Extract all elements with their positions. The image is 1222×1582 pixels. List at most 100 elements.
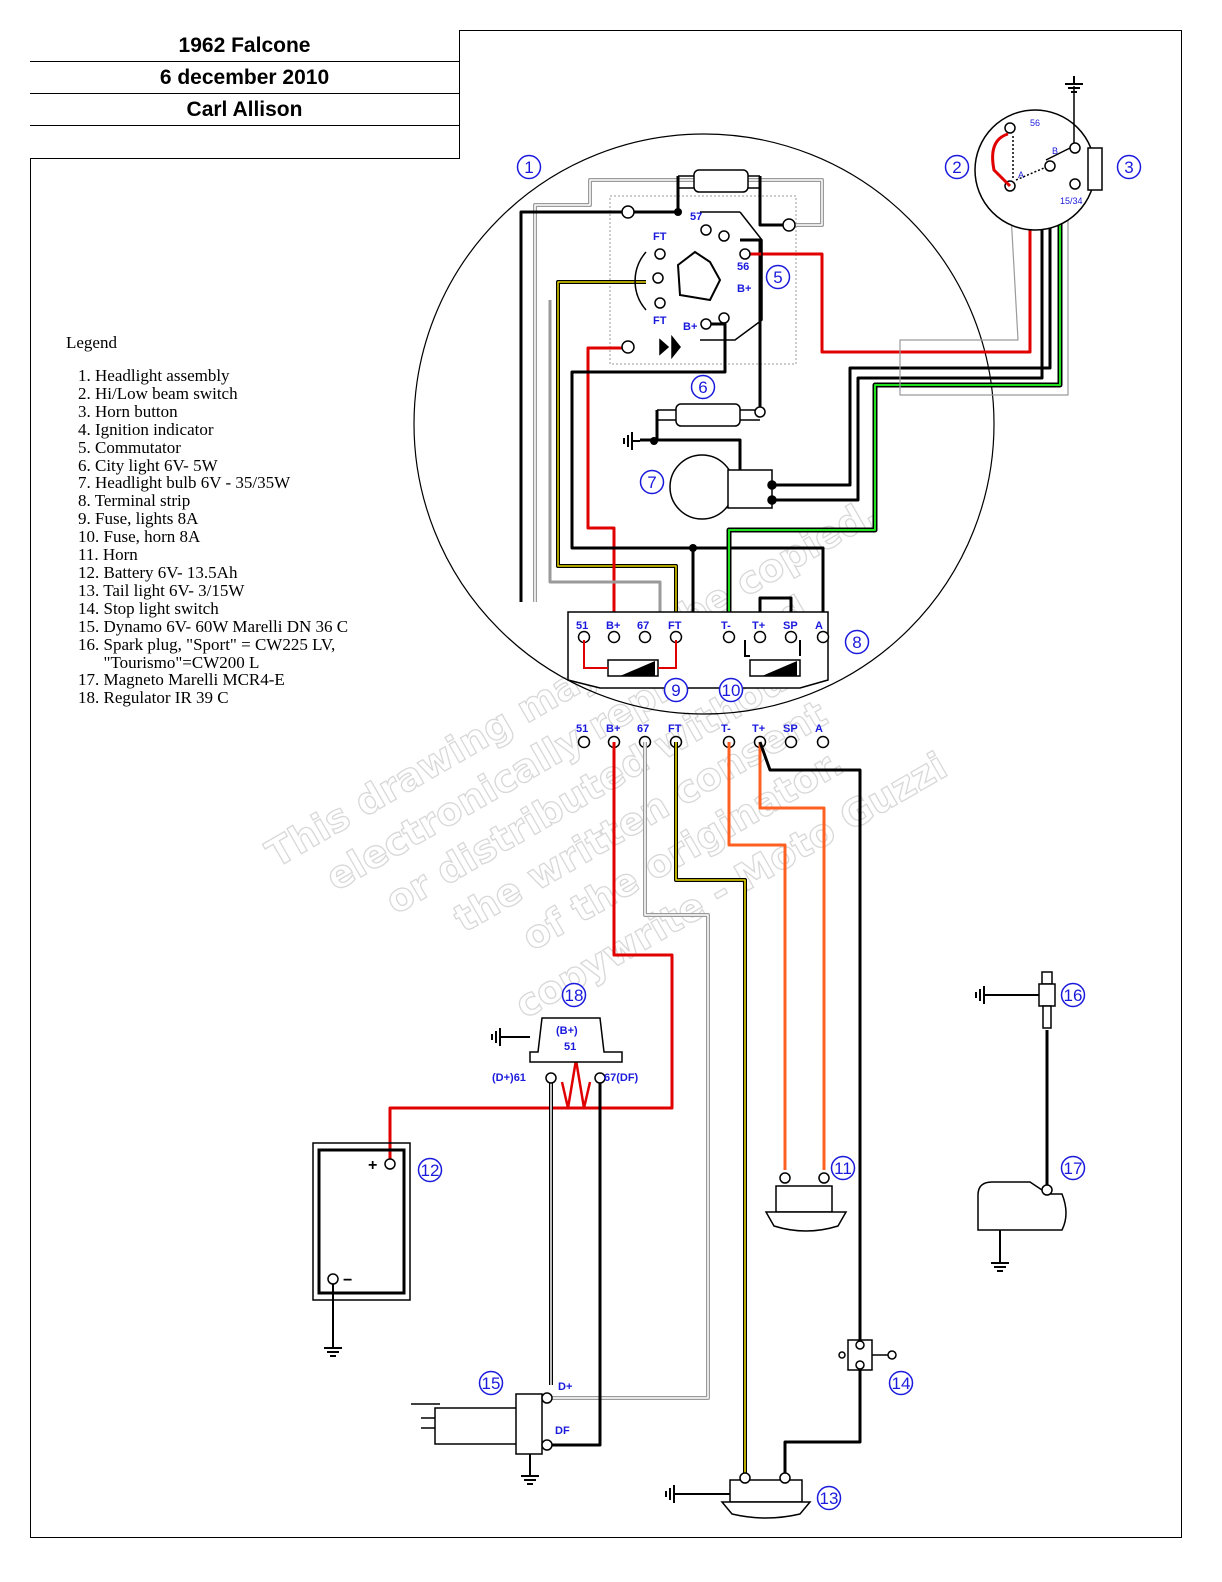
callout-circle [478, 1370, 504, 1396]
legend-item: 16. Spark plug, "Sport" = CW225 LV, [78, 634, 336, 654]
terminal-screw [816, 735, 830, 749]
callout-circle [561, 982, 587, 1008]
terminal-screw [607, 630, 621, 644]
legend-item: 18. Regulator IR 39 C [78, 688, 229, 708]
fuse-lights-wires [583, 640, 677, 669]
ground-city-light [623, 431, 641, 451]
callout-number: 13 [820, 1489, 839, 1508]
legend-item: 11. Horn [78, 545, 138, 565]
callout-circle [1060, 982, 1086, 1008]
legend-item: 9. Fuse, lights 8A [78, 509, 199, 529]
callout-circle [765, 264, 791, 290]
battery [312, 1142, 411, 1340]
callout-circle [516, 154, 542, 180]
terminal-label: SP [783, 620, 798, 632]
terminal-label: FT [668, 620, 682, 632]
terminal-label: T+ [752, 620, 765, 632]
switch-label-56: 56 [1030, 118, 1040, 128]
junction-dot [689, 544, 697, 552]
callout-circle [639, 469, 665, 495]
legend-item: 4. Ignition indicator [78, 419, 214, 439]
callout-number: 18 [565, 986, 584, 1005]
legend-item: 14. Stop light switch [78, 598, 219, 618]
headlight-bulb [669, 454, 777, 520]
regulator-label-bplus: (B+) [556, 1025, 578, 1037]
callout-circle [663, 677, 689, 703]
legend-item: 1. Headlight assembly [78, 366, 230, 385]
terminal-screw [638, 630, 652, 644]
regulator-label-51: 51 [564, 1041, 576, 1053]
terminal-screw [784, 630, 798, 644]
comm-label-56: 56 [737, 261, 749, 273]
callout-circle [830, 1155, 856, 1181]
ground-spark-plug [975, 985, 993, 1005]
legend-item: 17. Magneto Marelli MCR4-E [78, 670, 285, 690]
ground-regulator [491, 1027, 509, 1047]
legend-item: 13. Tail light 6V- 3/15W [78, 580, 245, 600]
callout-number: 17 [1064, 1159, 1083, 1178]
terminal-label: SP [783, 723, 798, 735]
terminal-label: B+ [606, 620, 620, 632]
callout-number: 6 [698, 378, 707, 397]
comm-label-57: 57 [690, 211, 702, 223]
battery-plus-label: + [368, 1157, 377, 1174]
regulator-label-df67: 67(DF) [604, 1072, 639, 1084]
terminal-label: 67 [637, 620, 649, 632]
terminal-label: FT [668, 723, 682, 735]
regulator-label-d61: (D+)61 [492, 1072, 526, 1084]
legend-item: 5. Commutator [78, 437, 181, 457]
junction-dot [650, 437, 658, 445]
fuse-lights [607, 659, 659, 677]
terminal-label: 51 [576, 620, 588, 632]
legend-item: 3. Horn button [78, 401, 178, 421]
switch-label-a: A [1018, 170, 1024, 180]
regulator [508, 1017, 623, 1084]
comm-label-bplus-2: B+ [683, 321, 697, 333]
title-author: Carl Allison [30, 94, 459, 126]
fuse-horn-wires [744, 640, 801, 657]
terminal-label: 67 [637, 723, 649, 735]
callout-circle [888, 1370, 914, 1396]
commutator [621, 205, 796, 360]
terminal-label: A [815, 620, 823, 632]
hi-low-beam-switch [974, 86, 1096, 231]
dynamo-label-df: DF [555, 1425, 570, 1437]
callout-circle [1060, 1155, 1086, 1181]
callout-number: 9 [671, 681, 680, 700]
callout-number: 15 [482, 1374, 501, 1393]
terminal-label: 51 [576, 723, 588, 735]
legend-item: 10. Fuse, horn 8A [78, 527, 201, 547]
horn [764, 1172, 848, 1232]
drawing-frame [30, 30, 1182, 1538]
terminal-screw [816, 630, 830, 644]
terminal-screw [722, 630, 736, 644]
dynamo-label-dplus: D+ [558, 1381, 572, 1393]
title-model: 1962 Falcone [30, 30, 459, 62]
callout-number: 7 [647, 473, 656, 492]
callout-circle [690, 374, 716, 400]
callout-number: 3 [1124, 158, 1133, 177]
ignition-indicator-bulb [678, 169, 760, 193]
callout-number: 12 [421, 1161, 440, 1180]
legend-heading: Legend [66, 333, 117, 352]
watermark: This drawing may not be copied, electron… [258, 488, 955, 1027]
legend-item: "Tourismo"=CW200 L [78, 652, 260, 672]
terminal-label: B+ [606, 723, 620, 735]
tail-light [682, 1472, 812, 1519]
callout-number: 11 [834, 1159, 852, 1178]
comm-label-bplus: B+ [737, 283, 751, 295]
callout-number: 8 [852, 633, 861, 652]
switch-label-b: B [1052, 146, 1058, 156]
callout-circle [417, 1157, 443, 1183]
comm-label-ft-top: FT [653, 231, 667, 243]
terminal-label: A [815, 723, 823, 735]
callout-circle [1116, 154, 1142, 180]
fuse-horn [749, 659, 801, 677]
legend-item: 8. Terminal strip [78, 491, 191, 511]
legend-item: 7. Headlight bulb 6V - 35/35W [78, 473, 291, 493]
terminal-label: T- [721, 723, 731, 735]
